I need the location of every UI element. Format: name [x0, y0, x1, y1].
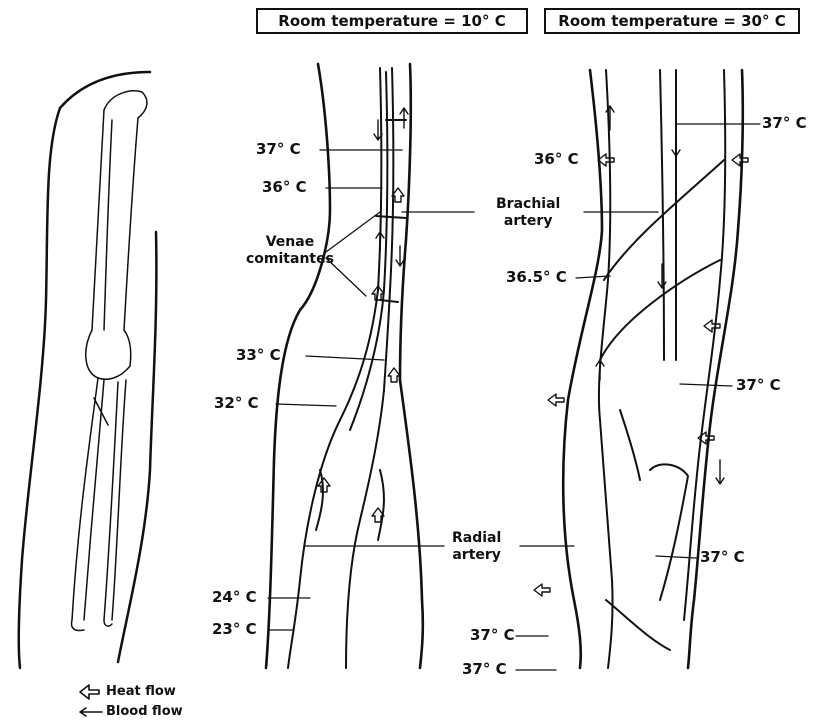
label-warm-37-top: 37° C: [762, 116, 807, 131]
title-cold: Room temperature = 10° C: [256, 8, 528, 34]
title-warm: Room temperature = 30° C: [544, 8, 800, 34]
arm-bones: [72, 91, 147, 631]
label-venae-comitantes: Venae comitantes: [246, 234, 334, 268]
label-cold-33: 33° C: [236, 348, 281, 363]
legend-heat-flow: Heat flow: [106, 684, 176, 699]
legend-blood-flow: Blood flow: [106, 704, 183, 719]
label-cold-23: 23° C: [212, 622, 257, 637]
label-cold-37: 37° C: [256, 142, 301, 157]
warm-arm-vessels: [599, 70, 725, 668]
legend-heat-label: Heat flow: [106, 684, 176, 699]
label-warm-37-bottom-1: 37° C: [470, 628, 515, 643]
label-radial-artery: Radial artery: [452, 530, 501, 564]
label-brachial-artery: Brachial artery: [496, 196, 560, 230]
label-warm-37-mid: 37° C: [736, 378, 781, 393]
label-warm-36-5: 36.5° C: [506, 270, 567, 285]
label-warm-37-lower: 37° C: [700, 550, 745, 565]
label-warm-36: 36° C: [534, 152, 579, 167]
label-warm-37-bottom-2: 37° C: [462, 662, 507, 677]
label-cold-36: 36° C: [262, 180, 307, 195]
legend-blood-label: Blood flow: [106, 704, 183, 719]
legend-symbols: [80, 685, 102, 716]
label-cold-32: 32° C: [214, 396, 259, 411]
cold-arm-vessels: [288, 68, 406, 668]
warm-arm-outline: [563, 70, 743, 668]
label-cold-24: 24° C: [212, 590, 257, 605]
